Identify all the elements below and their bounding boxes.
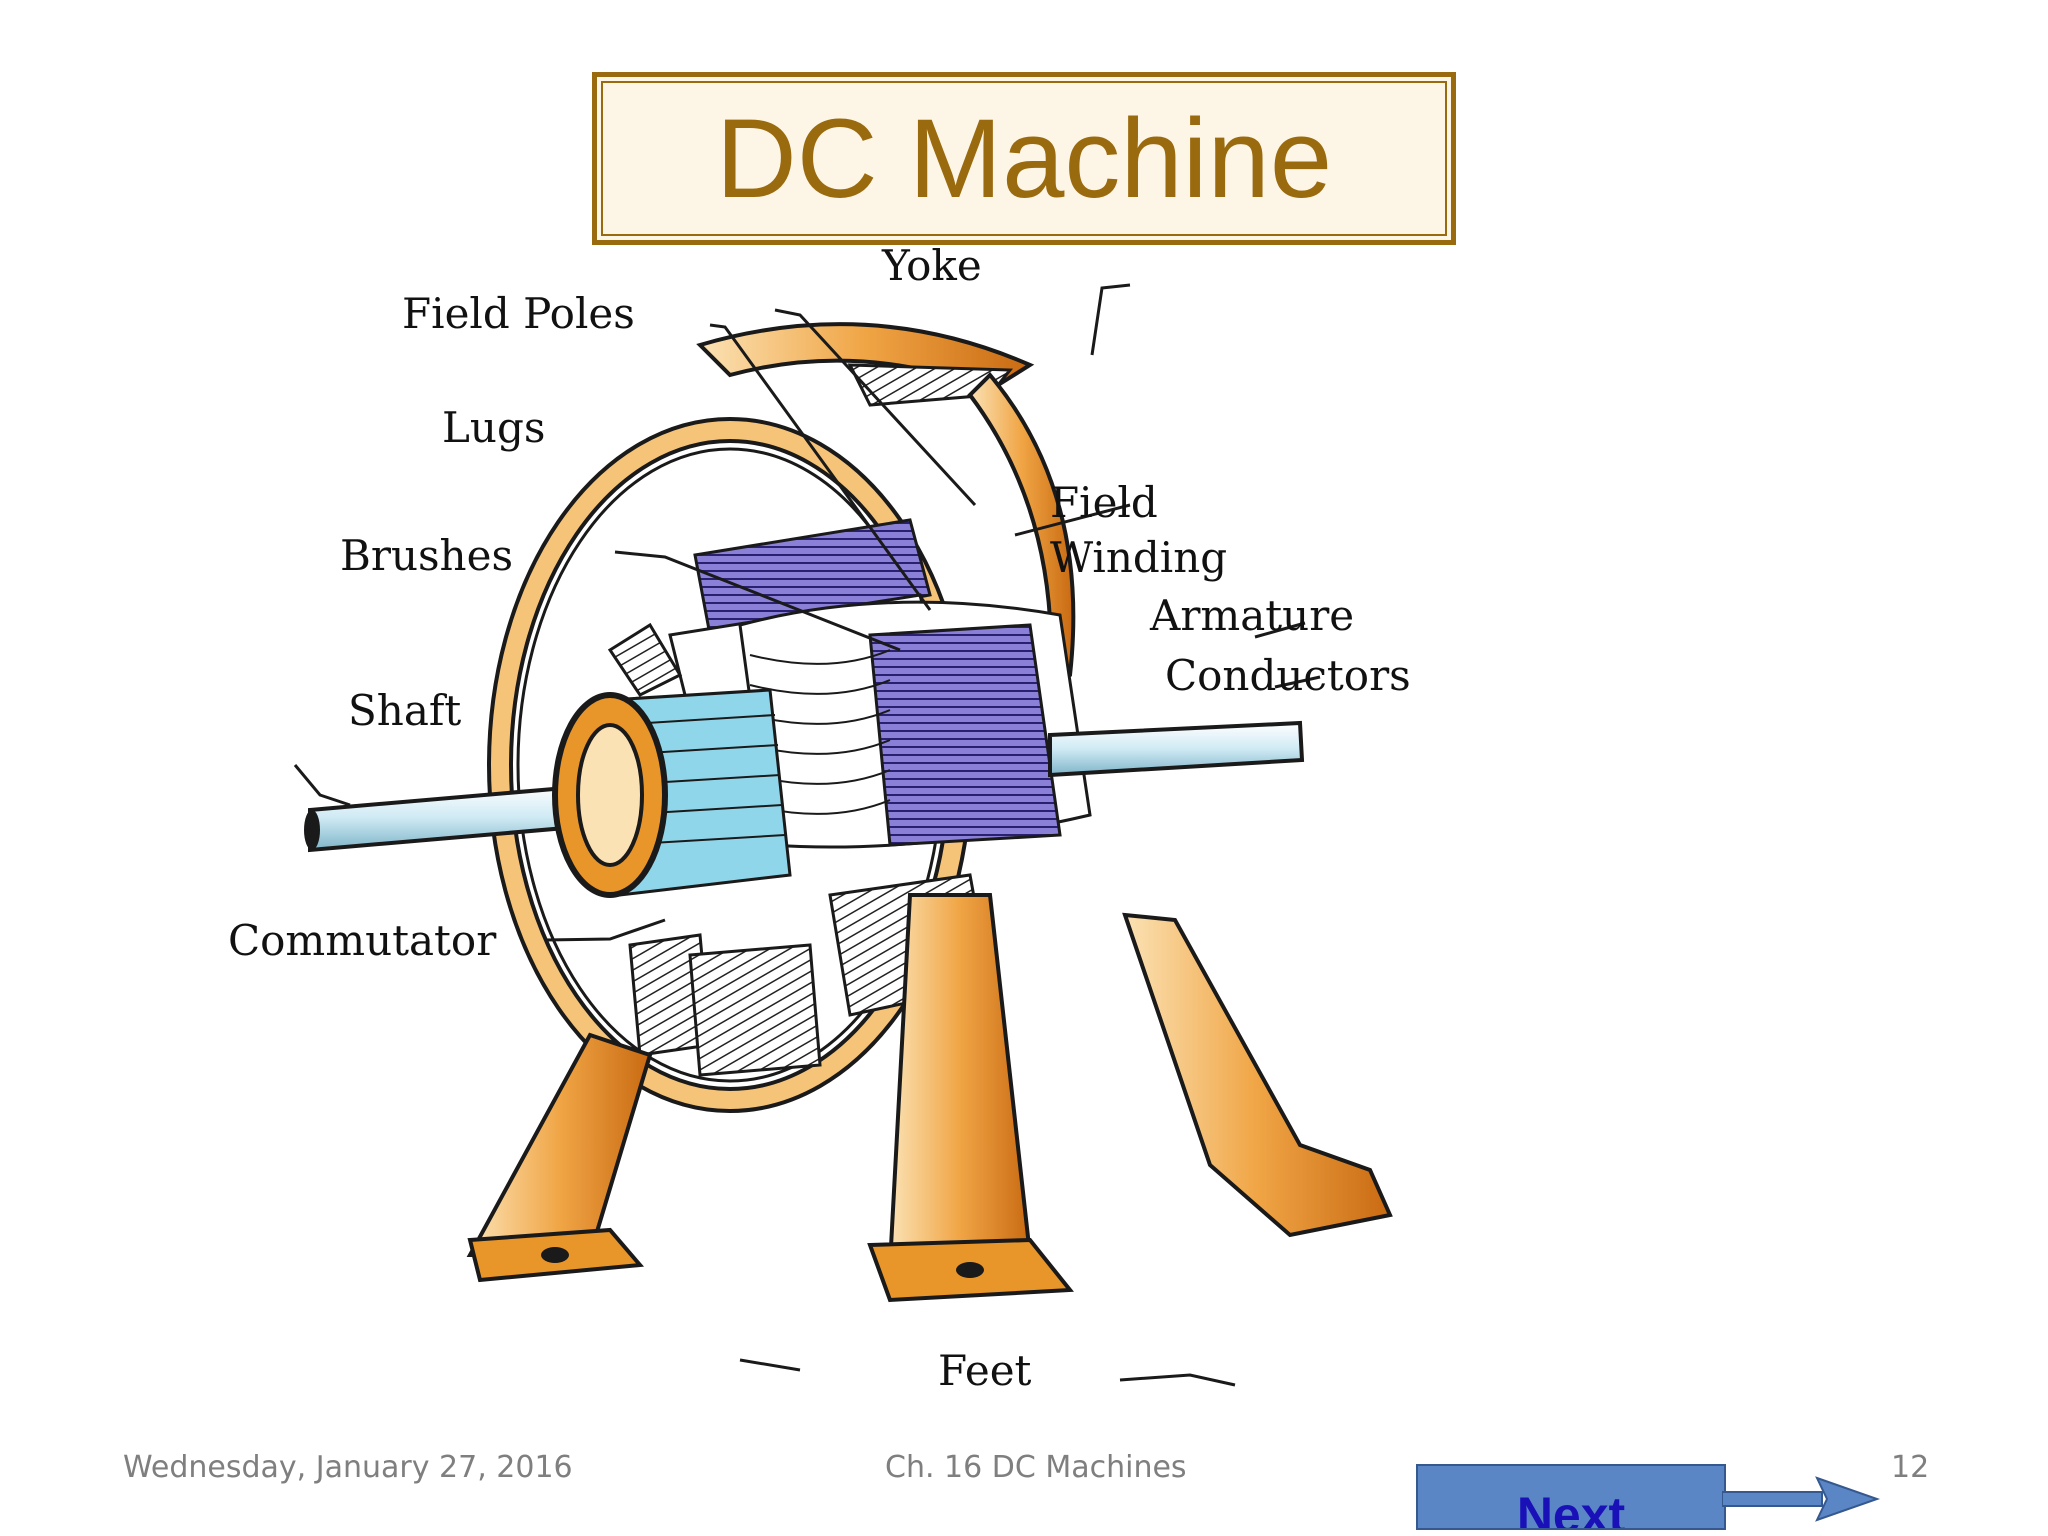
leader-lines: [293, 283, 1321, 1387]
armature-conductors: [738, 600, 1092, 849]
dc-machine-illustration: [293, 283, 1393, 1387]
slide-title: DC Machine: [715, 95, 1333, 221]
label-yoke: Yoke: [882, 241, 982, 290]
dc-machine-diagram: Yoke Field Poles Lugs Brushes Shaft Comm…: [228, 245, 1780, 1415]
label-field-poles: Field Poles: [402, 289, 635, 338]
slide-number: 12: [1891, 1450, 1930, 1485]
label-shaft: Shaft: [348, 686, 462, 735]
label-brushes: Brushes: [340, 531, 514, 580]
label-field: Field: [1050, 478, 1158, 527]
title-box: DC Machine: [592, 72, 1456, 245]
label-conductors: Conductors: [1165, 651, 1411, 700]
label-winding: Winding: [1050, 533, 1228, 582]
front-feet: [466, 893, 1074, 1303]
commutator: [552, 688, 792, 898]
label-feet: Feet: [938, 1346, 1032, 1395]
footer-date: Wednesday, January 27, 2016: [123, 1450, 573, 1485]
footer-chapter: Ch. 16 DC Machines: [885, 1450, 1187, 1485]
next-button-label: Next: [1516, 1487, 1626, 1530]
title-frame: DC Machine: [601, 81, 1447, 236]
label-commutator: Commutator: [228, 916, 497, 965]
rear-feet: [1122, 912, 1393, 1238]
label-armature: Armature: [1150, 591, 1355, 640]
next-button[interactable]: Next: [1416, 1464, 1726, 1530]
label-lugs: Lugs: [442, 403, 546, 452]
arrow-right-icon[interactable]: [1722, 1474, 1882, 1524]
